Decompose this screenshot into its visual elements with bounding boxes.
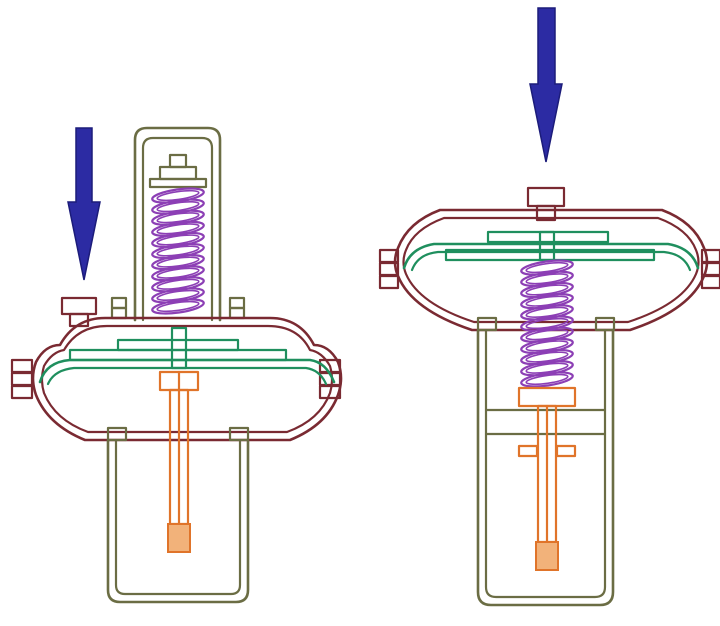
spring-icon xyxy=(520,259,574,388)
spring-coil xyxy=(151,287,205,304)
spring-coil xyxy=(151,198,205,215)
spring-icon xyxy=(151,187,205,315)
diaphragm xyxy=(38,326,336,386)
diaphragm xyxy=(402,230,700,272)
spring-coil xyxy=(151,253,205,271)
spring-coil-inner xyxy=(156,300,200,313)
reverse-acting-actuator xyxy=(378,7,720,607)
valve-plug xyxy=(535,541,559,571)
valve-stem xyxy=(158,370,200,526)
arrow-down-icon xyxy=(67,127,101,281)
spring-coil xyxy=(520,371,574,388)
arrow-down-icon xyxy=(529,7,563,163)
spring-coil xyxy=(520,281,574,299)
spring-coil xyxy=(151,242,205,260)
spring-coil xyxy=(520,292,574,310)
spring-coil xyxy=(151,231,205,249)
direct-acting-actuator xyxy=(10,126,343,604)
spring-coil xyxy=(151,276,205,293)
lower-yoke xyxy=(476,316,616,607)
spring-coil-inner xyxy=(525,373,569,386)
spring-coil xyxy=(520,315,574,332)
spring-tower xyxy=(110,126,246,322)
spring-coil xyxy=(151,298,205,315)
spring-coil xyxy=(151,220,205,237)
spring-coil xyxy=(520,337,574,355)
lower-yoke xyxy=(106,426,250,604)
spring-coil xyxy=(151,209,205,226)
valve-stem xyxy=(517,386,577,544)
diaphragm-housing xyxy=(378,186,720,332)
spring-coil xyxy=(151,187,205,204)
spring-coil xyxy=(520,326,574,343)
spring-coil xyxy=(151,265,205,282)
spring-coil xyxy=(520,304,574,321)
spring-coil xyxy=(520,348,574,366)
adjusting-bolt-icon xyxy=(148,153,208,189)
spring-coil xyxy=(520,270,574,287)
spring-coil xyxy=(520,360,574,377)
spring-coil xyxy=(520,259,574,276)
valve-plug xyxy=(167,523,191,553)
